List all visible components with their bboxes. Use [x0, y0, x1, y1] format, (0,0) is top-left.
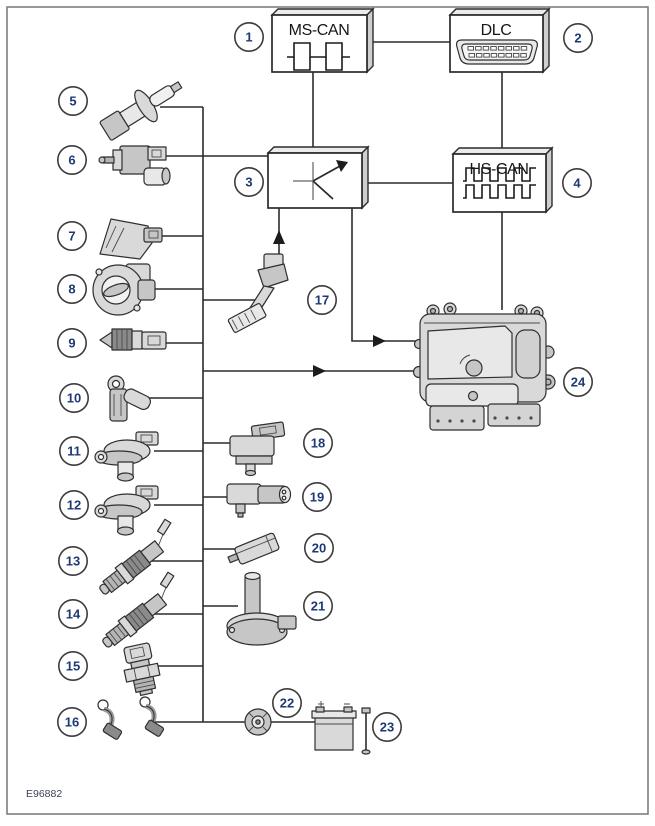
- double-square-wave-icon: [463, 167, 536, 199]
- callout-8: 8: [56, 273, 87, 304]
- callout-badges: 1 2 3 4 5 6 7 8 9 10 11 12 13 14 15 16 1…: [56, 21, 593, 742]
- svg-text:18: 18: [311, 436, 325, 451]
- svg-text:24: 24: [571, 375, 586, 390]
- callout-17: 17: [306, 284, 337, 315]
- arrow-right-icon: [313, 365, 326, 377]
- page-border: [6, 6, 649, 815]
- svg-text:6: 6: [68, 153, 75, 168]
- stop-lamp-switch-art: [98, 145, 171, 186]
- harness-lines: [146, 41, 503, 723]
- cylindrical-valve-art: [227, 532, 280, 565]
- svg-text:23: 23: [380, 720, 394, 735]
- callout-15: 15: [57, 650, 88, 681]
- glow-plug-connectors-art: [97, 696, 165, 740]
- svg-text:17: 17: [315, 293, 329, 308]
- callout-1: 1: [234, 21, 265, 52]
- callout-21: 21: [302, 590, 333, 621]
- callout-16: 16: [56, 706, 87, 737]
- svg-text:13: 13: [66, 554, 80, 569]
- camshaft-sensor-2-art: [94, 485, 159, 536]
- svg-text:3: 3: [245, 175, 252, 190]
- callout-7: 7: [56, 221, 87, 252]
- callout-10: 10: [58, 382, 89, 413]
- battery-art: [311, 701, 371, 755]
- arrow-up-icon: [273, 230, 285, 244]
- gauge-needle-arrow-icon: [293, 160, 348, 200]
- svg-text:11: 11: [67, 444, 81, 459]
- callout-11: 11: [58, 435, 89, 466]
- throttle-body-art: [92, 263, 156, 316]
- svg-text:15: 15: [66, 659, 80, 674]
- pressure-sensor-art: [226, 483, 292, 518]
- gateway-module-box: [266, 145, 370, 210]
- svg-text:10: 10: [67, 391, 81, 406]
- hs-can-module-box: HS-CAN: [451, 146, 554, 214]
- callout-14: 14: [57, 598, 88, 629]
- maf-sensor-art: [99, 218, 163, 260]
- svg-text:2: 2: [574, 31, 581, 46]
- bulb-art: [99, 81, 183, 141]
- ecu-module-art: [412, 302, 556, 431]
- crankshaft-sensor-art: [107, 375, 151, 422]
- callout-24: 24: [562, 366, 593, 397]
- obd-16pin-connector-icon: [455, 39, 538, 65]
- arrow-right-icon: [373, 335, 386, 347]
- callout-3: 3: [234, 167, 265, 198]
- callout-18: 18: [302, 427, 333, 458]
- callout-12: 12: [58, 489, 89, 520]
- svg-text:7: 7: [68, 229, 75, 244]
- dlc-label: DLC: [481, 22, 512, 39]
- ms-can-label: MS-CAN: [289, 22, 350, 39]
- svg-text:8: 8: [68, 282, 75, 297]
- figure-id-label: E96882: [26, 788, 62, 800]
- svg-text:5: 5: [69, 94, 76, 109]
- map-sensor-art: [229, 421, 286, 477]
- oxygen-sensor-art: [99, 518, 172, 595]
- callout-23: 23: [371, 711, 402, 742]
- callout-19: 19: [301, 481, 332, 512]
- svg-text:14: 14: [66, 607, 81, 622]
- dlc-connector-box: DLC: [448, 7, 551, 74]
- svg-text:9: 9: [68, 336, 75, 351]
- accelerator-pedal-art: [227, 253, 289, 333]
- grommet-sensor-art: [244, 708, 272, 736]
- square-wave-icon: [287, 42, 350, 71]
- svg-text:4: 4: [573, 176, 581, 191]
- callout-5: 5: [57, 86, 88, 117]
- coolant-temp-sensor-art: [99, 328, 167, 351]
- callout-9: 9: [56, 327, 87, 358]
- pressure-switch-art: [123, 642, 161, 697]
- svg-text:20: 20: [312, 541, 326, 556]
- callout-6: 6: [56, 145, 87, 176]
- callout-4: 4: [561, 168, 592, 199]
- hs-can-label: HS-CAN: [470, 161, 529, 178]
- svg-text:12: 12: [67, 498, 81, 513]
- callout-2: 2: [562, 22, 593, 53]
- svg-text:21: 21: [311, 599, 325, 614]
- oil-level-sensor-art: [226, 571, 297, 646]
- svg-text:22: 22: [280, 696, 294, 711]
- svg-text:19: 19: [310, 490, 324, 505]
- callout-13: 13: [57, 545, 88, 576]
- camshaft-sensor-art: [94, 431, 159, 482]
- svg-text:1: 1: [245, 30, 252, 45]
- callout-20: 20: [303, 532, 334, 563]
- callout-22: 22: [271, 687, 302, 718]
- ms-can-module-box: MS-CAN: [270, 7, 375, 74]
- svg-text:16: 16: [65, 715, 79, 730]
